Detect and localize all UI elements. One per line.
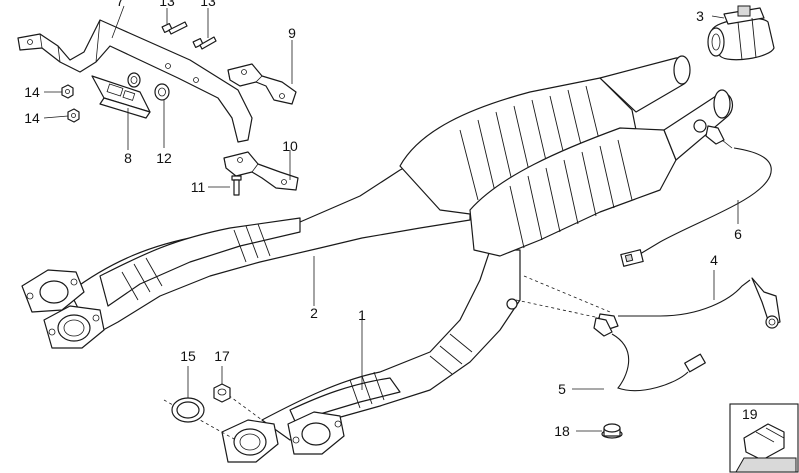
callout-12: 12 xyxy=(156,150,172,166)
gasket-ring xyxy=(171,397,205,423)
clamp-plate xyxy=(91,75,151,119)
oxygen-sensor-lower xyxy=(593,317,706,392)
nut xyxy=(61,84,80,123)
mounting-bracket xyxy=(17,19,253,143)
callout-18: 18 xyxy=(554,423,570,439)
screw xyxy=(231,175,242,196)
callout-11: 11 xyxy=(191,179,206,195)
callout-9: 9 xyxy=(288,25,296,41)
exhaust-pipe-upper xyxy=(21,55,691,349)
callout-4: 4 xyxy=(710,252,718,268)
callout-19: 19 xyxy=(742,406,758,422)
callout-14b: 14 xyxy=(24,110,40,126)
oxygen-sensor-upper xyxy=(620,125,772,267)
callout-7: 7 xyxy=(116,0,124,9)
callout-3: 3 xyxy=(696,8,704,24)
callout-14a: 14 xyxy=(24,84,40,100)
callout-6: 6 xyxy=(734,226,742,242)
rubber-grommet xyxy=(601,423,623,439)
callout-15: 15 xyxy=(180,348,196,364)
callout-labels: 7 13 13 3 9 14 14 8 12 10 11 6 4 2 1 15 … xyxy=(24,0,758,439)
leader-dashed xyxy=(515,299,601,319)
inset-box xyxy=(729,403,799,473)
exhaust-pipe-lower xyxy=(221,89,733,463)
callout-13b: 13 xyxy=(200,0,216,9)
bolt xyxy=(161,21,217,50)
callout-8: 8 xyxy=(124,150,132,166)
callout-13a: 13 xyxy=(159,0,175,9)
callout-leaders xyxy=(43,5,739,432)
callout-5: 5 xyxy=(558,381,566,397)
callout-2: 2 xyxy=(310,305,318,321)
hanger-clamp-lower xyxy=(223,151,299,191)
callout-10: 10 xyxy=(282,138,298,154)
pipe-clamp xyxy=(707,5,775,61)
callout-17: 17 xyxy=(214,348,230,364)
hanger-clamp xyxy=(227,63,297,105)
self-locking-nut xyxy=(213,383,231,403)
leader-dashed xyxy=(523,275,611,313)
oxygen-sensor-middle xyxy=(597,277,781,331)
rubber-mount xyxy=(127,72,170,101)
callout-1: 1 xyxy=(358,307,366,323)
